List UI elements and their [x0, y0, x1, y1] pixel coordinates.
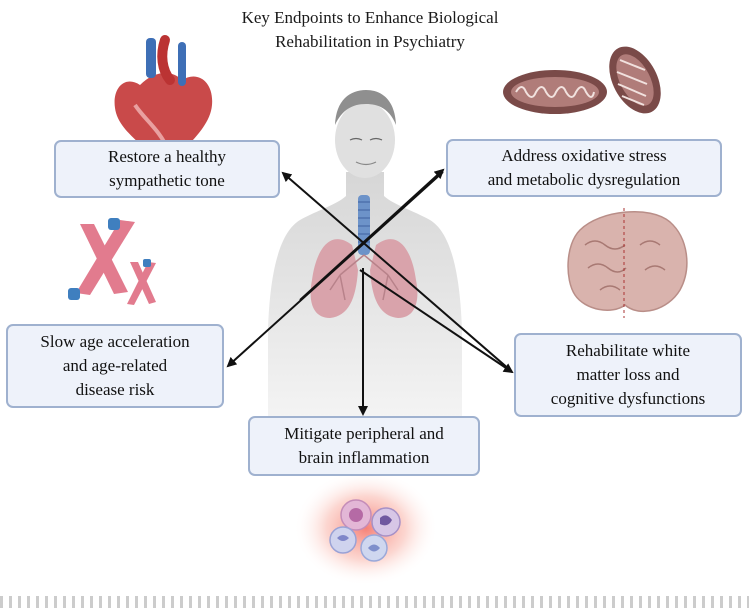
chromosome-icon [68, 218, 156, 305]
title-line-2: Rehabilitation in Psychiatry [275, 32, 465, 51]
box-white-matter-line-2: matter loss and [576, 365, 680, 384]
arrow-to-sympathetic [281, 171, 511, 371]
cropped-caption-strip [0, 596, 749, 608]
box-inflammation-line-1: Mitigate peripheral and [284, 424, 444, 443]
box-age-line-1: Slow age acceleration [40, 332, 190, 351]
immune-cells-icon [294, 470, 438, 586]
box-oxidative-line-2: and metabolic dysregulation [487, 170, 681, 189]
box-white-matter-line-3: cognitive dysfunctions [550, 389, 706, 408]
arrows [226, 168, 514, 416]
box-sympathetic-tone: Restore a healthy sympathetic tone [54, 140, 280, 198]
box-age-acceleration: Slow age acceleration and age-related di… [6, 324, 224, 408]
arrow-to-white-matter [359, 269, 514, 374]
box-sympathetic-line-2: sympathetic tone [109, 171, 225, 190]
human-torso-icon [268, 90, 462, 420]
box-age-line-3: disease risk [75, 380, 155, 399]
box-inflammation: Mitigate peripheral and brain inflammati… [248, 416, 480, 476]
box-sympathetic-line-1: Restore a healthy [107, 147, 226, 166]
mitochondria-icon [503, 46, 661, 114]
brain-section-icon [567, 208, 688, 318]
box-inflammation-line-2: brain inflammation [298, 448, 430, 467]
box-oxidative-stress: Address oxidative stress and metabolic d… [446, 139, 722, 197]
box-oxidative-line-1: Address oxidative stress [501, 146, 667, 165]
box-white-matter: Rehabilitate white matter loss and cogni… [514, 333, 742, 417]
arrow-from-age-to-oxidative [299, 168, 445, 301]
diagram-title: Key Endpoints to Enhance Biological Reha… [160, 6, 580, 54]
box-age-line-2: and age-related [62, 356, 168, 375]
title-line-1: Key Endpoints to Enhance Biological [241, 8, 499, 27]
box-white-matter-line-1: Rehabilitate white [565, 341, 691, 360]
